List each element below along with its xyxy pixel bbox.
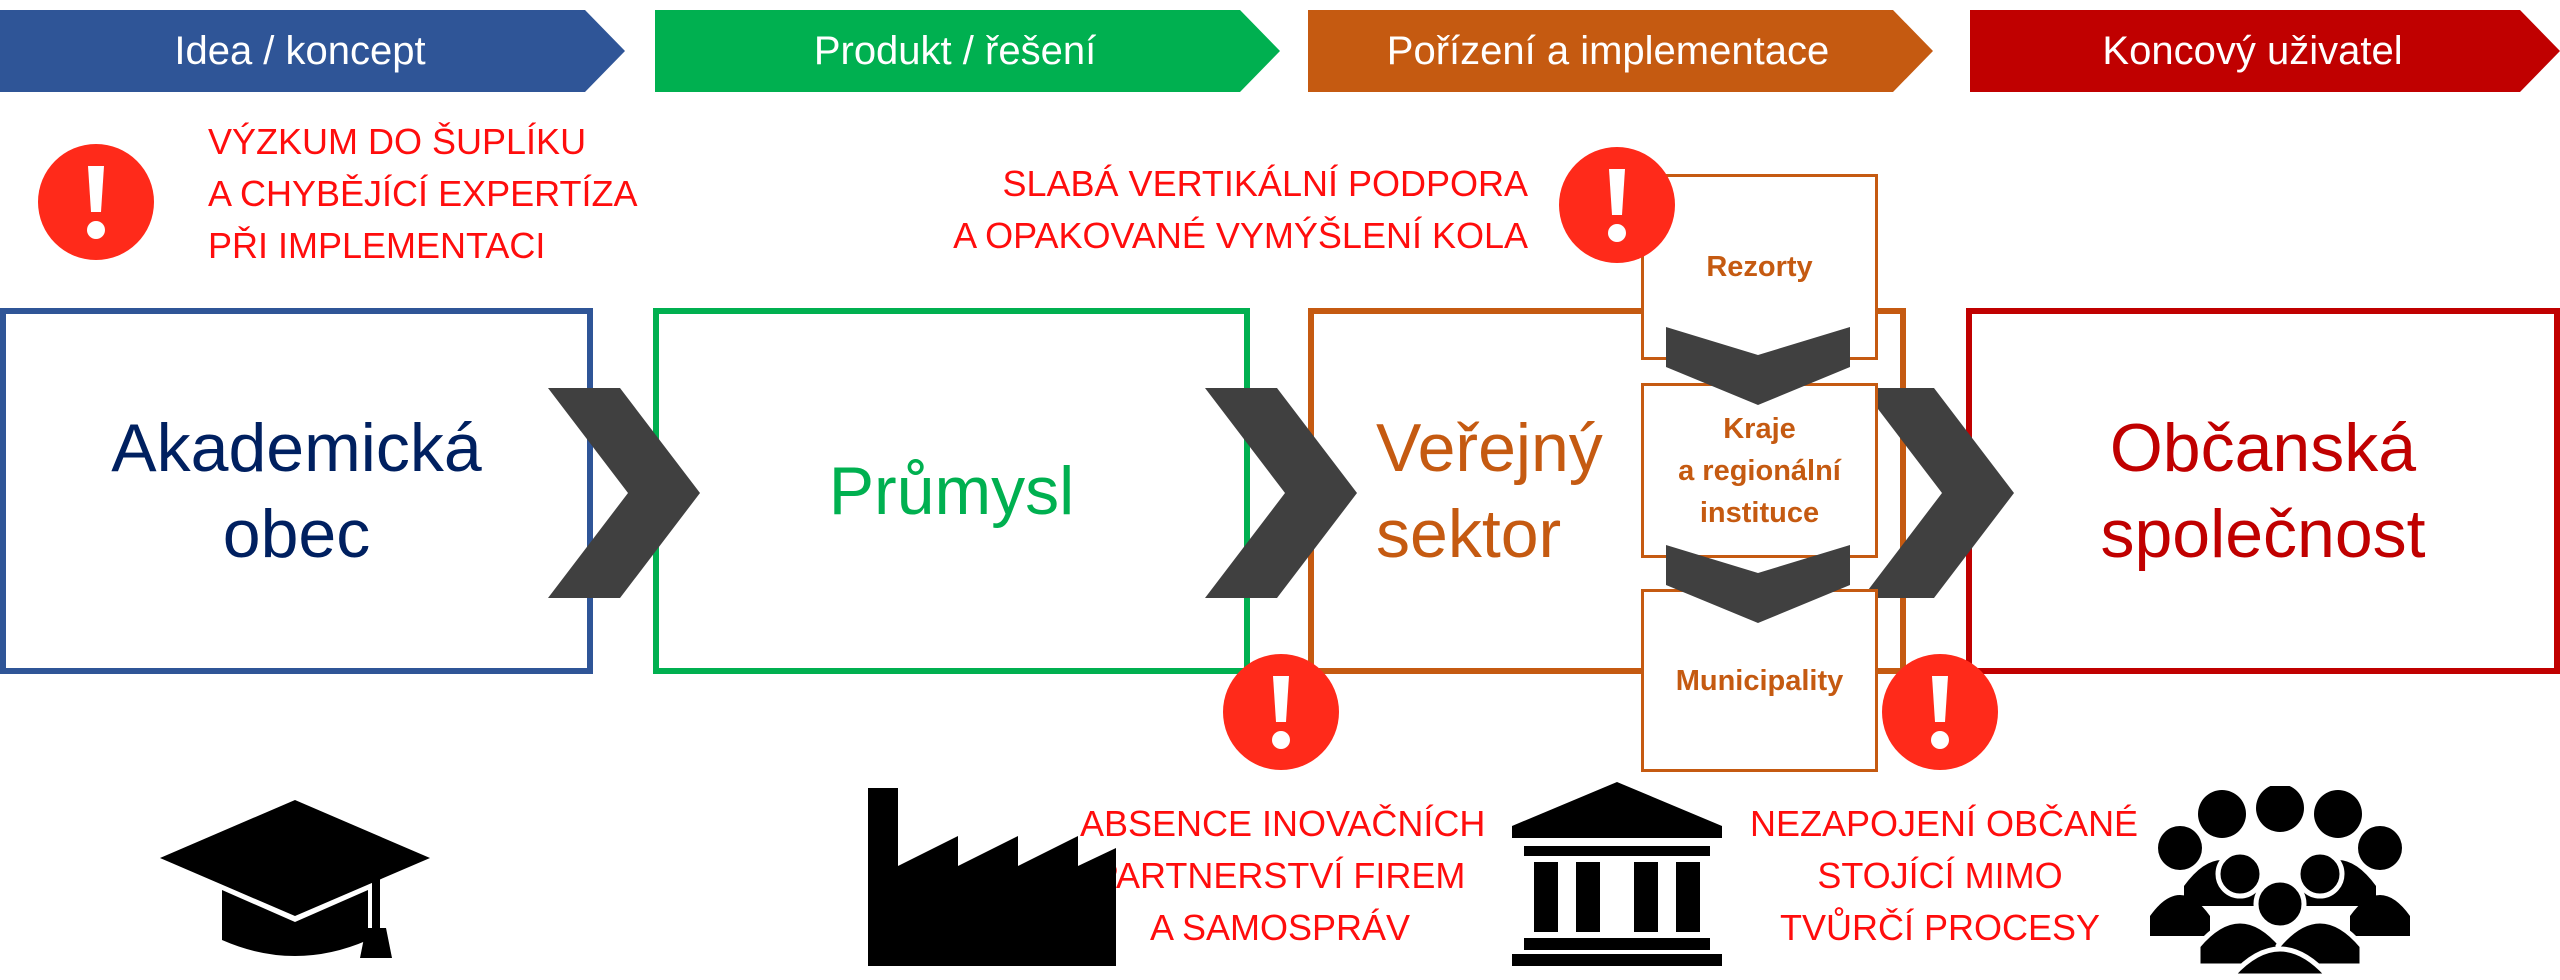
- exclamation-icon: [1223, 654, 1339, 770]
- warning-innovation-partnerships: ABSENCE INOVAČNÍCH PARTNERSTVÍ FIREM A S…: [1080, 798, 1486, 954]
- factory-icon: [868, 788, 1116, 966]
- stage-arrow-shape: [1308, 10, 1933, 92]
- box-title-line: Občanská: [2109, 410, 2417, 486]
- stage-label: Idea / koncept: [174, 28, 426, 73]
- box-title-line: sektor: [1376, 496, 1562, 572]
- gov-level-label: a regionální: [1678, 454, 1841, 487]
- box-academia: Akademická obec: [0, 308, 593, 674]
- box-title-line: Akademická: [111, 410, 482, 486]
- warning-line: A OPAKOVANÉ VYMÝŠLENÍ KOLA: [953, 215, 1528, 256]
- warning-line: PŘI IMPLEMENTACI: [208, 225, 546, 266]
- gov-level-ministries: Rezorty: [1641, 174, 1878, 360]
- stage-arrow-shape: [655, 10, 1280, 92]
- stage-label: Pořízení a implementace: [1386, 28, 1830, 73]
- chevron-down-icon: [1666, 327, 1850, 405]
- chevron-down-icon: [1666, 545, 1850, 623]
- warning-line: ABSENCE INOVAČNÍCH: [1080, 803, 1486, 844]
- warning-line: NEZAPOJENÍ OBČANÉ: [1750, 803, 2139, 844]
- stage-label: Produkt / řešení: [813, 28, 1097, 73]
- exclamation-icon: [38, 144, 154, 260]
- gov-level-regions: Kraje a regionální instituce: [1641, 383, 1878, 558]
- warning-line: STOJÍCÍ MIMO: [1817, 855, 2063, 896]
- gov-level-label: Municipality: [1675, 664, 1844, 697]
- warning-line: A CHYBĚJÍCÍ EXPERTÍZA: [208, 173, 638, 214]
- box-title-line: obec: [222, 496, 371, 572]
- stage-arrow-shape: [0, 10, 625, 92]
- box-title-line: Veřejný: [1376, 410, 1603, 486]
- stage-label: Koncový uživatel: [2102, 28, 2403, 73]
- box-industry: Průmysl: [653, 308, 1250, 674]
- chevron-right-icon: [548, 388, 700, 598]
- stage-arrow-implementation: Pořízení a implementace: [1308, 10, 1933, 92]
- warning-line: TVŮRČÍ PROCESY: [1779, 907, 2101, 948]
- warning-vertical-support: SLABÁ VERTIKÁLNÍ PODPORA A OPAKOVANÉ VYM…: [930, 158, 1528, 262]
- people-group-icon: [2150, 786, 2410, 976]
- warning-research-drawer: VÝZKUM DO ŠUPLÍKU A CHYBĚJÍCÍ EXPERTÍZA …: [208, 116, 637, 272]
- box-title-line: Průmysl: [828, 453, 1075, 529]
- gov-level-label: instituce: [1699, 496, 1820, 529]
- stage-arrow-end-user: Koncový uživatel: [1970, 10, 2560, 92]
- exclamation-icon: [1882, 654, 1998, 770]
- warning-line: PARTNERSTVÍ FIREM: [1094, 855, 1466, 896]
- gov-level-label: Rezorty: [1706, 251, 1813, 283]
- stage-arrow-shape: [1970, 10, 2560, 92]
- chevron-right-icon: [1205, 388, 1357, 598]
- warning-citizens-excluded: NEZAPOJENÍ OBČANÉ STOJÍCÍ MIMO TVŮRČÍ PR…: [1750, 798, 2139, 954]
- government-building-icon: [1512, 782, 1722, 966]
- stage-arrow-product: Produkt / řešení: [655, 10, 1280, 92]
- graduation-cap-icon: [160, 800, 430, 958]
- warning-line: VÝZKUM DO ŠUPLÍKU: [208, 121, 587, 162]
- gov-level-label: Kraje: [1723, 412, 1796, 445]
- warning-line: A SAMOSPRÁV: [1149, 907, 1411, 948]
- chevron-right-icon: [1862, 388, 2014, 598]
- exclamation-icon: [1559, 147, 1675, 263]
- warning-line: SLABÁ VERTIKÁLNÍ PODPORA: [1002, 163, 1528, 204]
- box-civil-society: Občanská společnost: [1966, 308, 2560, 674]
- gov-level-municipalities: Municipality: [1641, 589, 1878, 772]
- box-title-line: společnost: [2100, 496, 2426, 572]
- stage-arrow-idea: Idea / koncept: [0, 10, 625, 92]
